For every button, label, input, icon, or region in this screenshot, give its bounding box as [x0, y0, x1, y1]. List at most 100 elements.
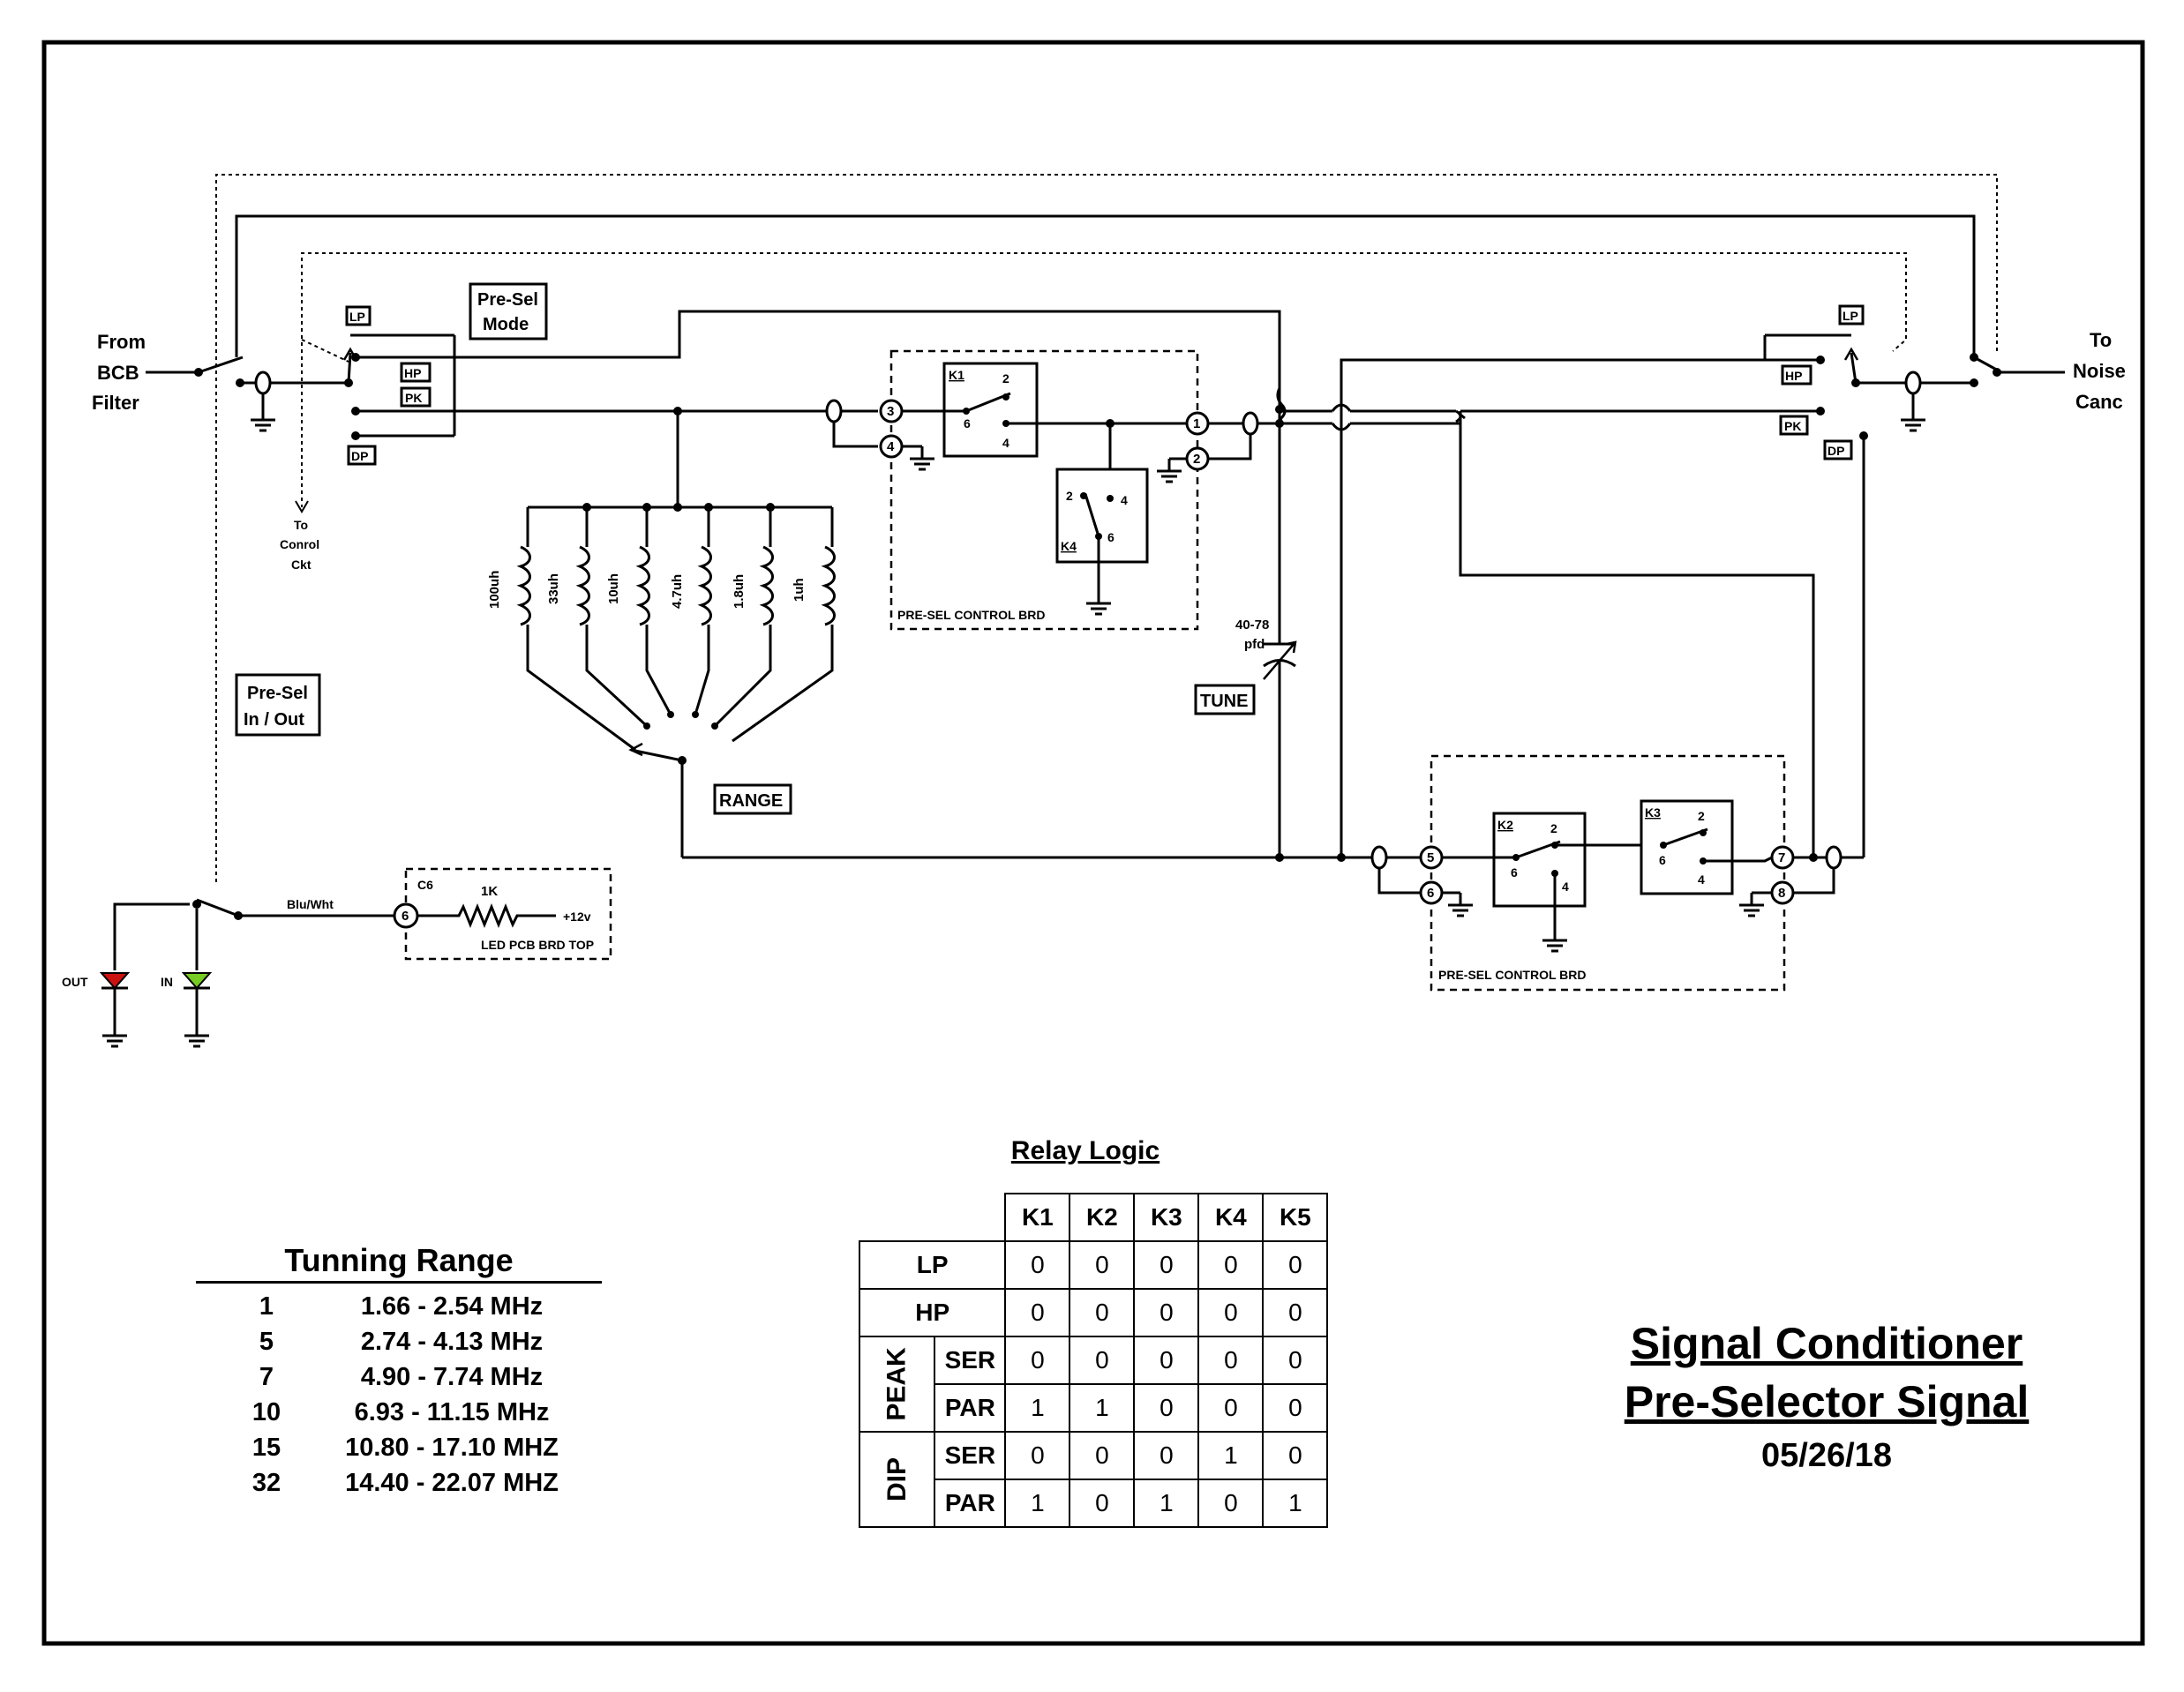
control-board-bottom [1430, 754, 1786, 992]
svg-text:+12v: +12v [563, 910, 591, 924]
control-dotted-outer [215, 174, 1998, 882]
svg-text:6: 6 [964, 416, 971, 430]
control-dotted-inner [301, 252, 1907, 494]
svg-text:Ckt: Ckt [291, 558, 311, 572]
tune-box [1194, 684, 1256, 715]
svg-text:In / Out: In / Out [244, 710, 304, 730]
title-line2: Pre-Selector Signal [1624, 1377, 2030, 1426]
svg-text:1uh: 1uh [792, 578, 807, 602]
svg-text:Pre-Sel: Pre-Sel [477, 290, 538, 310]
svg-text:OUT: OUT [62, 975, 88, 989]
svg-text:K4: K4 [1061, 539, 1077, 553]
svg-text:K3: K3 [1645, 805, 1661, 820]
relay-k4 [1055, 468, 1149, 564]
svg-text:RANGE: RANGE [719, 791, 783, 811]
svg-text:1K: 1K [481, 884, 498, 899]
svg-text:6: 6 [1659, 853, 1666, 867]
title-line1: Signal Conditioner [1630, 1319, 2023, 1368]
led-in: IN [161, 972, 213, 1048]
svg-text:Filter: Filter [92, 392, 139, 414]
svg-text:6: 6 [1107, 530, 1115, 544]
svg-text:7: 7 [1778, 850, 1785, 865]
svg-text:2: 2 [1550, 821, 1557, 835]
svg-text:4.7uh: 4.7uh [670, 574, 685, 609]
svg-text:K2: K2 [1497, 818, 1513, 832]
svg-text:6: 6 [1511, 865, 1518, 880]
svg-text:HP: HP [1785, 369, 1802, 383]
svg-text:PRE-SEL CONTROL BRD: PRE-SEL CONTROL BRD [1438, 968, 1587, 982]
title-block: Signal Conditioner Pre-Selector Signal 0… [1553, 1314, 2100, 1480]
bypass-line [235, 214, 1976, 357]
control-board-top [889, 349, 1199, 631]
svg-text:4: 4 [1121, 493, 1128, 507]
relay-k3 [1640, 799, 1734, 895]
svg-text:4: 4 [1698, 872, 1705, 887]
svg-text:6: 6 [1427, 886, 1434, 901]
svg-text:40-78: 40-78 [1235, 618, 1269, 633]
svg-text:2: 2 [1002, 371, 1009, 386]
svg-text:LED PCB BRD TOP: LED PCB BRD TOP [481, 938, 594, 952]
relay-k2 [1492, 812, 1587, 908]
svg-text:10uh: 10uh [606, 573, 621, 604]
svg-text:4: 4 [1002, 436, 1009, 450]
svg-text:LP: LP [1843, 309, 1858, 323]
svg-text:BCB: BCB [97, 362, 139, 384]
svg-text:pfd: pfd [1244, 637, 1265, 652]
svg-text:3: 3 [887, 404, 894, 419]
svg-text:4: 4 [887, 439, 895, 454]
tuning-range-title: Tunning Range [196, 1242, 602, 1284]
preselect-mode-box [469, 282, 548, 341]
svg-text:6: 6 [402, 909, 409, 924]
svg-text:2: 2 [1193, 452, 1200, 467]
svg-text:1.8uh: 1.8uh [732, 574, 747, 609]
svg-text:33uh: 33uh [546, 573, 561, 604]
svg-text:5: 5 [1427, 850, 1434, 865]
svg-text:LP: LP [349, 310, 365, 324]
svg-text:DP: DP [351, 449, 368, 463]
to-label: To [2090, 329, 2112, 351]
page-border [41, 40, 2145, 1646]
control-ckt-label: To [294, 518, 308, 532]
svg-text:2: 2 [1066, 489, 1073, 503]
svg-text:PK: PK [405, 391, 422, 405]
svg-text:Mode: Mode [483, 315, 529, 334]
svg-text:IN: IN [161, 975, 173, 989]
svg-text:Conrol: Conrol [280, 537, 319, 551]
svg-text:Noise: Noise [2073, 360, 2126, 382]
svg-text:PK: PK [1784, 419, 1801, 433]
svg-text:2: 2 [1698, 809, 1705, 823]
svg-text:8: 8 [1778, 886, 1785, 901]
inductor-bank: 100uh 33uh 10uh 4.7uh 1.8uh 1uh [487, 503, 836, 631]
svg-text:DP: DP [1828, 444, 1844, 458]
svg-text:Blu/Wht: Blu/Wht [287, 897, 334, 911]
svg-text:K1: K1 [949, 368, 964, 382]
preselect-inout-box [235, 673, 321, 737]
svg-text:TUNE: TUNE [1200, 692, 1248, 711]
svg-text:1: 1 [1193, 416, 1200, 431]
svg-text:Canc: Canc [2075, 391, 2123, 413]
svg-text:100uh: 100uh [487, 571, 502, 609]
svg-text:4: 4 [1562, 880, 1569, 894]
svg-text:C6: C6 [417, 878, 433, 892]
svg-text:Pre-Sel: Pre-Sel [247, 684, 308, 703]
range-switch: RANGE [526, 631, 834, 857]
relay-logic-title: Relay Logic [1010, 1136, 1160, 1165]
from-label: From [97, 331, 146, 353]
led-out: OUT [62, 972, 131, 1048]
